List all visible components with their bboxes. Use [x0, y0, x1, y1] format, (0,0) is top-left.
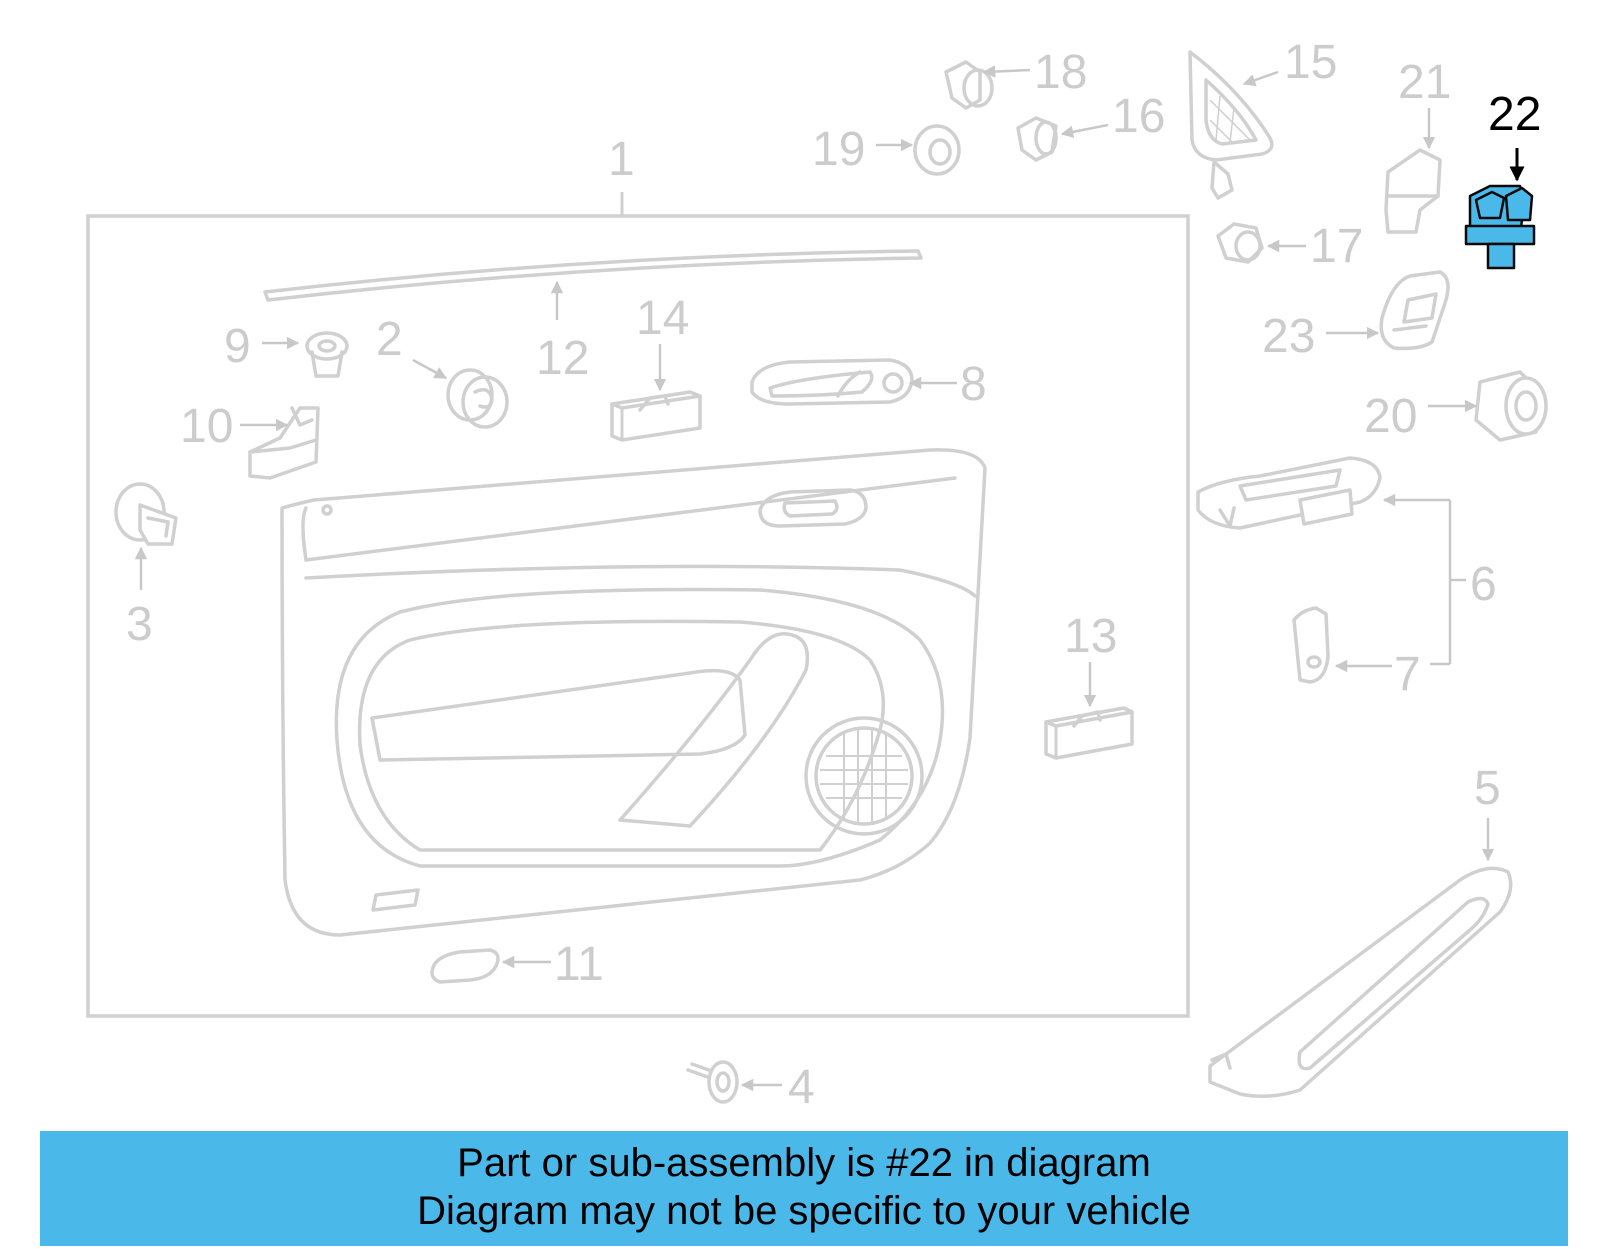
- callout-12: 12: [536, 332, 589, 385]
- part-7-bracket[interactable]: [1292, 606, 1392, 684]
- part-18-clip[interactable]: [944, 60, 1031, 110]
- callout-3: 3: [126, 598, 153, 651]
- part-6-bezel[interactable]: [1196, 456, 1466, 666]
- banner-line-disclaimer: Diagram may not be specific to your vehi…: [417, 1189, 1191, 1233]
- callout-19: 19: [812, 123, 865, 176]
- callout-22: 22: [1488, 88, 1541, 141]
- part-9-clip[interactable]: [262, 331, 349, 378]
- callout-9: 9: [224, 320, 251, 373]
- part-14-switch[interactable]: [610, 344, 702, 442]
- callout-15: 15: [1284, 36, 1337, 89]
- part-19-grommet[interactable]: [876, 124, 961, 176]
- info-banner: Part or sub-assembly is #22 in diagram D…: [40, 1131, 1568, 1246]
- part-22-switch-highlighted[interactable]: [1464, 148, 1536, 270]
- callout-6: 6: [1470, 558, 1497, 611]
- part-13-switch[interactable]: [1044, 662, 1134, 760]
- callout-18: 18: [1034, 46, 1087, 99]
- part-12-weatherstrip[interactable]: [263, 249, 923, 320]
- callout-4: 4: [788, 1061, 815, 1114]
- callout-14: 14: [636, 292, 689, 345]
- part-17-nut[interactable]: [1216, 222, 1306, 264]
- callout-23: 23: [1262, 310, 1315, 363]
- part-15-mirror-trim[interactable]: [1188, 50, 1279, 200]
- callout-7: 7: [1394, 648, 1421, 701]
- part-23-window-switch[interactable]: [1326, 270, 1450, 351]
- callout-11: 11: [554, 938, 604, 991]
- callout-1: 1: [608, 133, 635, 186]
- callout-13: 13: [1064, 610, 1117, 663]
- part-3-clip[interactable]: [114, 482, 178, 590]
- callout-16: 16: [1112, 90, 1165, 143]
- assembly-frame: [86, 192, 1190, 1018]
- callout-8: 8: [960, 358, 987, 411]
- callout-2: 2: [376, 313, 403, 366]
- callout-21: 21: [1398, 56, 1451, 109]
- callout-5: 5: [1474, 762, 1501, 815]
- part-10-bracket[interactable]: [240, 406, 320, 480]
- callout-20: 20: [1364, 390, 1417, 443]
- part-16-clip[interactable]: [1016, 116, 1109, 162]
- callout-10: 10: [180, 400, 233, 453]
- part-5-armrest[interactable]: [1208, 818, 1513, 1098]
- banner-line-part: Part or sub-assembly is #22 in diagram: [457, 1141, 1151, 1185]
- door-trim-panel[interactable]: [280, 448, 987, 937]
- part-8-inner-handle[interactable]: [750, 358, 957, 406]
- part-21-switch[interactable]: [1384, 108, 1442, 234]
- part-20-mirror-switch[interactable]: [1428, 370, 1548, 442]
- part-11-cover[interactable]: [430, 948, 551, 984]
- callout-labels: 1 2 3 4 5 6 7 8 9 10 11 12 13 14 15 16 1…: [126, 36, 1541, 1114]
- part-4-screw[interactable]: [686, 1060, 782, 1104]
- callout-17: 17: [1310, 220, 1363, 273]
- part-2-push-pin[interactable]: [412, 358, 509, 429]
